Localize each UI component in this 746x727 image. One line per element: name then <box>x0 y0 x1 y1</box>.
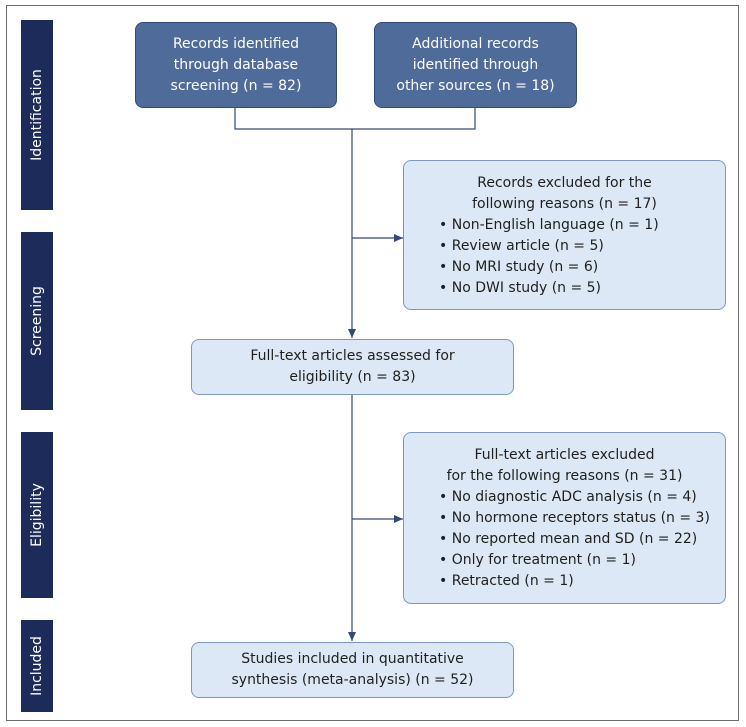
list-item: • No MRI study (n = 6) <box>439 259 599 275</box>
list-item: • Only for treatment (n = 1) <box>439 552 636 568</box>
stage-identification: Identification <box>21 20 53 210</box>
records-excluded-box: Records excluded for the following reaso… <box>403 160 726 310</box>
list-item: • Non-English language (n = 1) <box>439 217 659 233</box>
database-line-1: Records identified <box>172 35 300 52</box>
records-excluded-title-1: Records excluded for the <box>477 175 652 191</box>
other-sources-line-2: identified through <box>412 56 539 73</box>
database-records-box: Records identified through database scre… <box>135 22 337 108</box>
list-item: • Review article (n = 5) <box>439 238 604 254</box>
fulltext-assessed-line-2: eligibility (n = 83) <box>289 369 416 385</box>
included-line-1: Studies included in quantitative <box>241 651 464 667</box>
fulltext-assessed-line-1: Full-text articles assessed for <box>250 348 455 364</box>
records-excluded-title-2: following reasons (n = 17) <box>472 196 657 212</box>
list-item: • No reported mean and SD (n = 22) <box>439 531 698 547</box>
list-item: • Retracted (n = 1) <box>439 573 574 589</box>
fulltext-excluded-title-2: for the following reasons (n = 31) <box>446 468 683 484</box>
fulltext-assessed-box: Full-text articles assessed for eligibil… <box>191 339 514 395</box>
other-sources-box: Additional records identified through ot… <box>374 22 577 108</box>
fulltext-excluded-title-1: Full-text articles excluded <box>474 447 655 463</box>
included-line-2: synthesis (meta-analysis) (n = 52) <box>231 672 474 688</box>
database-line-3: screening (n = 82) <box>170 77 302 94</box>
included-studies-box: Studies included in quantitative synthes… <box>191 642 514 698</box>
stage-eligibility: Eligibility <box>21 432 53 598</box>
fulltext-excluded-list: • No diagnostic ADC analysis (n = 4) • N… <box>439 487 710 592</box>
other-sources-line-3: other sources (n = 18) <box>396 77 555 94</box>
merge-connector <box>234 108 476 130</box>
database-line-2: through database <box>173 56 299 73</box>
fulltext-excluded-box: Full-text articles excluded for the foll… <box>403 432 726 604</box>
list-item: • No hormone receptors status (n = 3) <box>439 510 710 526</box>
other-sources-line-1: Additional records <box>412 35 539 52</box>
list-item: • No diagnostic ADC analysis (n = 4) <box>439 489 697 505</box>
stage-screening: Screening <box>21 232 53 410</box>
list-item: • No DWI study (n = 5) <box>439 280 602 296</box>
stage-included: Included <box>21 620 53 712</box>
records-excluded-list: • Non-English language (n = 1) • Review … <box>439 215 659 299</box>
